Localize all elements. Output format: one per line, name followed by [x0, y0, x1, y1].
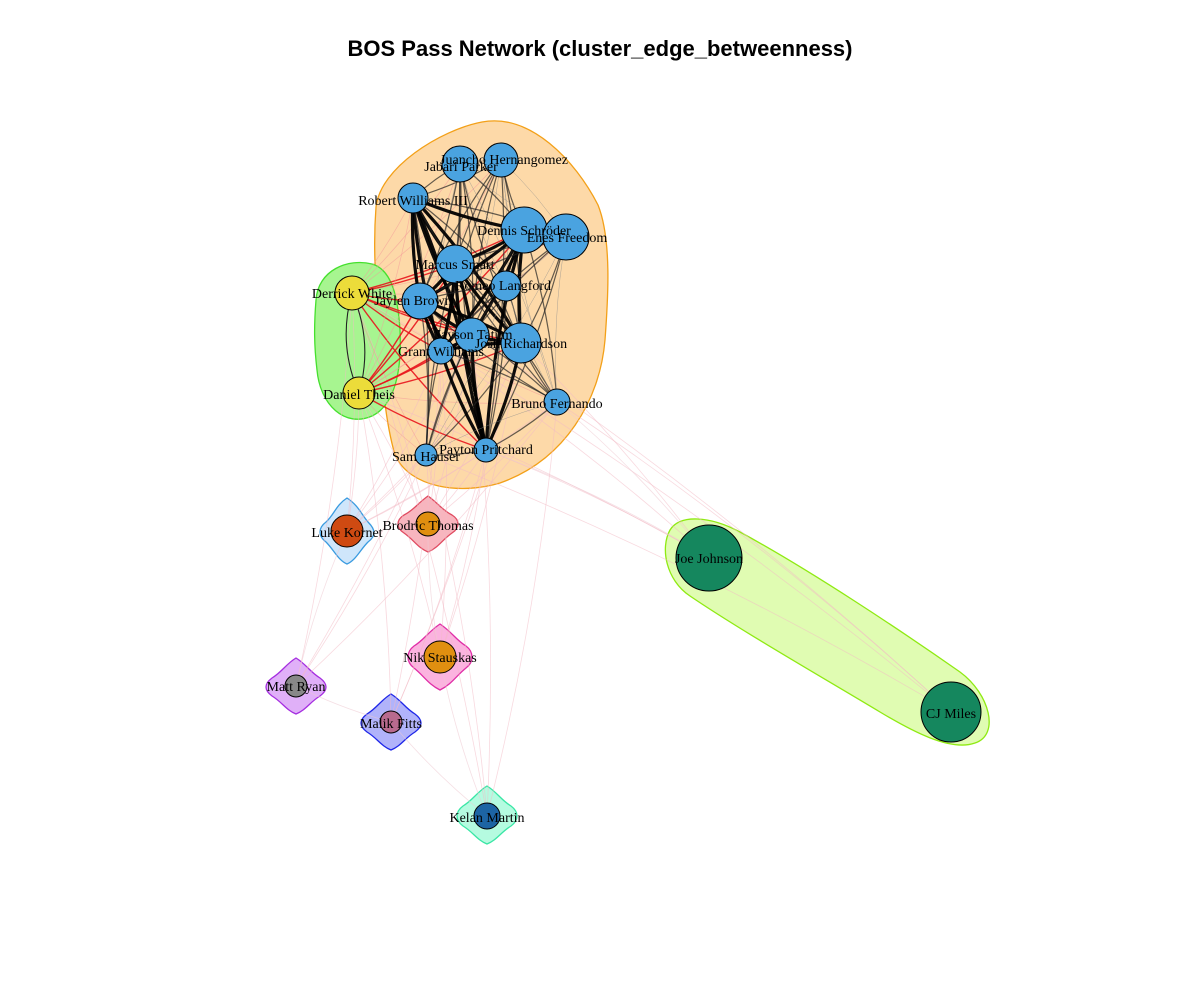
edge-faint-43 [439, 656, 488, 817]
edge-core-87 [418, 300, 488, 451]
node-jabari-parker [441, 145, 479, 183]
node-label-dennis-schroder: Dennis Schröder [477, 224, 571, 239]
edge-faint-35 [520, 342, 710, 559]
cluster-hull-yellow [313, 261, 401, 420]
node-joe-johnson [675, 524, 743, 592]
edge-core-19 [459, 163, 522, 344]
edge-core-88 [425, 401, 558, 456]
edge-cross-10 [351, 292, 487, 451]
node-romeo-langford [490, 270, 522, 302]
node-robert-williams-iii [397, 182, 429, 214]
node-label-romeo-langford: Romeo Langford [455, 279, 551, 294]
node-label-luke-kornet: Luke Kornet [311, 526, 382, 541]
edge-faint-42 [295, 530, 348, 687]
node-label-matt-ryan: Matt Ryan [267, 680, 326, 695]
player-nodes [284, 142, 982, 830]
edge-faint-22 [295, 292, 353, 687]
edge-faint-28 [425, 454, 488, 817]
node-matt-ryan [284, 674, 308, 698]
edge-core-18 [459, 163, 474, 336]
node-enes-freedom [542, 213, 590, 261]
edge-faint-17 [439, 350, 448, 658]
node-brodric-thomas [415, 511, 441, 537]
edge-faint-12 [358, 392, 429, 525]
node-kelan-martin [473, 802, 501, 830]
node-daniel-theis [342, 376, 376, 410]
node-marcus-smart [435, 244, 475, 284]
node-label-kelan-martin: Kelan Martin [449, 811, 524, 826]
cluster-hulls [265, 120, 990, 845]
node-label-sam-hauser: Sam Hauser [392, 450, 460, 465]
cluster-hull-joecj [664, 518, 990, 746]
edge-faint-7 [346, 401, 558, 532]
edge-faint-34 [358, 392, 710, 559]
edge-cross-17 [358, 229, 525, 394]
node-label-daniel-theis: Daniel Theis [323, 388, 395, 403]
edge-faint-23 [295, 401, 558, 687]
edge-core-31 [411, 197, 443, 352]
node-label-marcus-smart: Marcus Smart [416, 258, 495, 273]
edge-faint-26 [358, 392, 392, 723]
node-juancho-hernangomez [483, 142, 519, 178]
node-malik-fitts [379, 710, 403, 734]
edge-faint-5 [346, 292, 355, 532]
edge-cross-1 [351, 163, 461, 294]
node-label-robert-williams-iii: Robert Williams III [358, 194, 468, 209]
node-label-enes-freedom: Enes Freedom [527, 231, 608, 246]
edge-cross-25 [358, 392, 558, 404]
node-label-payton-pritchard: Payton Pritchard [439, 443, 533, 458]
node-derrick-white [334, 275, 370, 311]
node-cj-miles [920, 681, 982, 743]
edge-faint-20 [295, 454, 427, 687]
node-label-josh-richardson: Josh Richardson [475, 337, 567, 352]
edge-faint-16 [439, 449, 487, 658]
node-bruno-fernando [543, 388, 571, 416]
node-label-juancho-hernangomez: Juancho Hernangomez [440, 153, 568, 168]
edge-cross-16 [358, 197, 414, 394]
edge-core-68 [425, 285, 507, 456]
edge-faint-19 [439, 342, 522, 658]
edge-faint-33 [440, 350, 710, 559]
edge-core-9 [485, 159, 505, 451]
node-jayson-tatum [454, 317, 490, 353]
node-label-bruno-fernando: Bruno Fernando [511, 397, 602, 412]
edge-faint-2 [346, 350, 442, 532]
chart-title: BOS Pass Network (cluster_edge_betweenne… [347, 36, 853, 61]
edge-core-42 [484, 229, 526, 451]
node-josh-richardson [500, 322, 542, 364]
node-label-malik-fitts: Malik Fitts [360, 717, 422, 732]
node-label-cj-miles: CJ Miles [926, 707, 976, 722]
node-label-joe-johnson: Joe Johnson [675, 552, 743, 567]
node-label-nik-stauskas: Nik Stauskas [403, 651, 477, 666]
edge-faint-15 [427, 401, 558, 525]
edge-faint-31 [486, 401, 558, 817]
node-payton-pritchard [473, 437, 499, 463]
edge-core-89 [419, 300, 558, 403]
node-grant-williams [427, 337, 455, 365]
node-nik-stauskas [423, 640, 457, 674]
edge-faint-30 [351, 292, 488, 817]
node-label-jabari-parker: Jabari Parker [424, 160, 498, 175]
node-label-grant-williams: Grant Williams [398, 345, 484, 360]
node-label-jayson-tatum: Jayson Tatum [436, 328, 513, 343]
edge-faint-39 [556, 401, 952, 713]
edge-core-10 [500, 159, 558, 403]
node-label-jaylen-brown: Jaylen Brown [374, 294, 451, 309]
node-luke-kornet [330, 514, 364, 548]
edge-faint-41 [390, 721, 488, 817]
node-label-derrick-white: Derrick White [312, 287, 392, 302]
node-jaylen-brown [401, 282, 439, 320]
node-sam-hauser [414, 443, 438, 467]
edge-core-66 [485, 285, 507, 451]
node-label-brodric-thomas: Brodric Thomas [382, 519, 473, 534]
